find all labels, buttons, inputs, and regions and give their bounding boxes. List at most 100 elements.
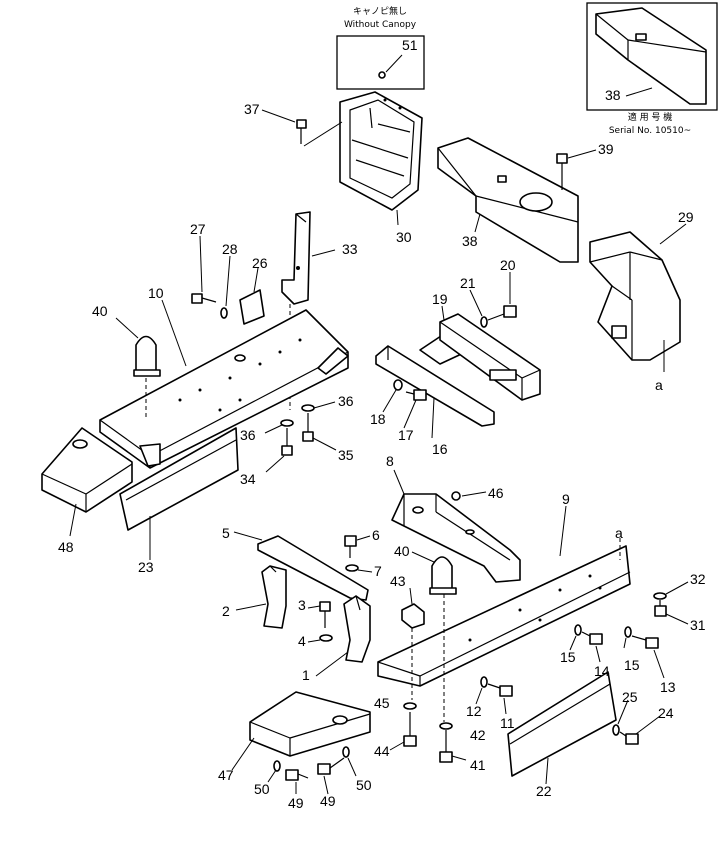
callout-9: 9 (562, 491, 570, 507)
callout-4: 4 (298, 633, 306, 649)
callout-27: 27 (190, 221, 206, 237)
bolt-35 (302, 413, 337, 451)
bolt-14-washer-15 (569, 624, 603, 663)
callout-labels: 1 2 3 4 5 6 7 8 9 10 11 12 13 14 15 15 1… (58, 101, 706, 811)
callout-24: 24 (658, 705, 674, 721)
callout-10: 10 (148, 285, 164, 301)
callout-40a: 40 (92, 303, 108, 319)
cover-48 (41, 427, 133, 537)
bracket-1 (315, 595, 371, 677)
callout-11: 11 (500, 715, 515, 731)
callout-23: 23 (138, 559, 154, 575)
callout-38: 38 (462, 233, 478, 249)
callout-25: 25 (622, 689, 638, 705)
callout-49a: 49 (288, 795, 304, 811)
inset-without-canopy: キャノピ無し Without Canopy 51 (336, 5, 425, 90)
block-43 (401, 587, 425, 700)
inset-serial-en: Serial No. 10510~ (609, 126, 691, 136)
callout-41: 41 (470, 757, 486, 773)
frame-10 (99, 299, 349, 469)
callout-49b: 49 (320, 793, 336, 809)
callout-19: 19 (432, 291, 448, 307)
inset-frame (336, 35, 425, 90)
callout-a-bottom: a (615, 525, 623, 541)
inset-serial: 38 適 用 号 機 Serial No. 10510~ (586, 2, 718, 136)
callout-5: 5 (222, 525, 230, 541)
callout-51: 51 (402, 37, 418, 53)
bolt-13-washer-15 (623, 626, 665, 679)
callout-a-top: a (655, 377, 663, 393)
bolt-3-washer-4 (307, 601, 333, 643)
callout-47: 47 (218, 767, 234, 783)
bolt-24-washer-25 (612, 699, 661, 745)
bolt-49-washer-50-right (317, 746, 357, 795)
callout-6: 6 (372, 527, 380, 543)
callout-21: 21 (460, 275, 476, 291)
callout-17: 17 (398, 427, 414, 443)
inset-caption-jp: キャノピ無し (353, 5, 407, 17)
callout-29: 29 (678, 209, 694, 225)
u-bolt-40-left (115, 317, 161, 420)
guard-23 (119, 427, 239, 560)
callout-8: 8 (386, 453, 394, 469)
bolt-37 (261, 109, 343, 147)
inset-serial-jp: 適 用 号 機 (628, 111, 673, 123)
nut-46 (451, 491, 487, 501)
bolt-49-washer-50-left (267, 760, 309, 794)
bolt-27 (191, 235, 217, 304)
callout-32: 32 (690, 571, 706, 587)
callout-42: 42 (470, 727, 486, 743)
callout-37: 37 (244, 101, 260, 117)
callout-14: 14 (594, 663, 610, 679)
callout-46: 46 (488, 485, 504, 501)
callout-36b: 36 (240, 427, 256, 443)
callout-30: 30 (396, 229, 412, 245)
cover-38 (437, 137, 579, 263)
bolt-41 (439, 730, 467, 763)
callout-44: 44 (374, 743, 390, 759)
callout-50a: 50 (254, 781, 270, 797)
bolt-20-21 (469, 272, 517, 328)
callout-31: 31 (690, 617, 706, 633)
plate-26 (239, 267, 265, 325)
callout-1: 1 (302, 667, 310, 683)
bolt-44 (389, 712, 417, 751)
bracket-30 (339, 91, 423, 226)
u-bolt-40-right (411, 551, 457, 722)
cover-47 (231, 691, 371, 771)
callout-3: 3 (298, 597, 306, 613)
bracket-2 (235, 565, 287, 629)
callout-50b: 50 (356, 777, 372, 793)
callout-36a: 36 (338, 393, 354, 409)
bolt-31-washer-32 (653, 581, 689, 625)
callout-26: 26 (252, 255, 268, 271)
guard-22 (507, 671, 617, 785)
bolt-11-washer-12 (475, 676, 513, 715)
callout-13: 13 (660, 679, 676, 695)
callout-48: 48 (58, 539, 74, 555)
bracket-19 (439, 305, 541, 401)
callout-16: 16 (432, 441, 448, 457)
callout-20: 20 (500, 257, 516, 273)
cover-29 (589, 223, 687, 372)
callout-34: 34 (240, 471, 256, 487)
washer-28 (220, 255, 231, 319)
callout-35: 35 (338, 447, 354, 463)
frame-9 (377, 505, 631, 687)
callout-43: 43 (390, 573, 406, 589)
callout-18: 18 (370, 411, 386, 427)
callout-7: 7 (374, 563, 382, 579)
washer-42 (439, 722, 453, 730)
callout-2: 2 (222, 603, 230, 619)
bolt-34 (265, 428, 293, 473)
callout-33: 33 (342, 241, 358, 257)
nut-51 (378, 71, 386, 79)
callout-12: 12 (466, 703, 482, 719)
plate-5 (233, 531, 369, 601)
bolt-39 (556, 149, 597, 190)
leader-51 (385, 54, 403, 73)
callout-39: 39 (598, 141, 614, 157)
callout-28: 28 (222, 241, 238, 257)
